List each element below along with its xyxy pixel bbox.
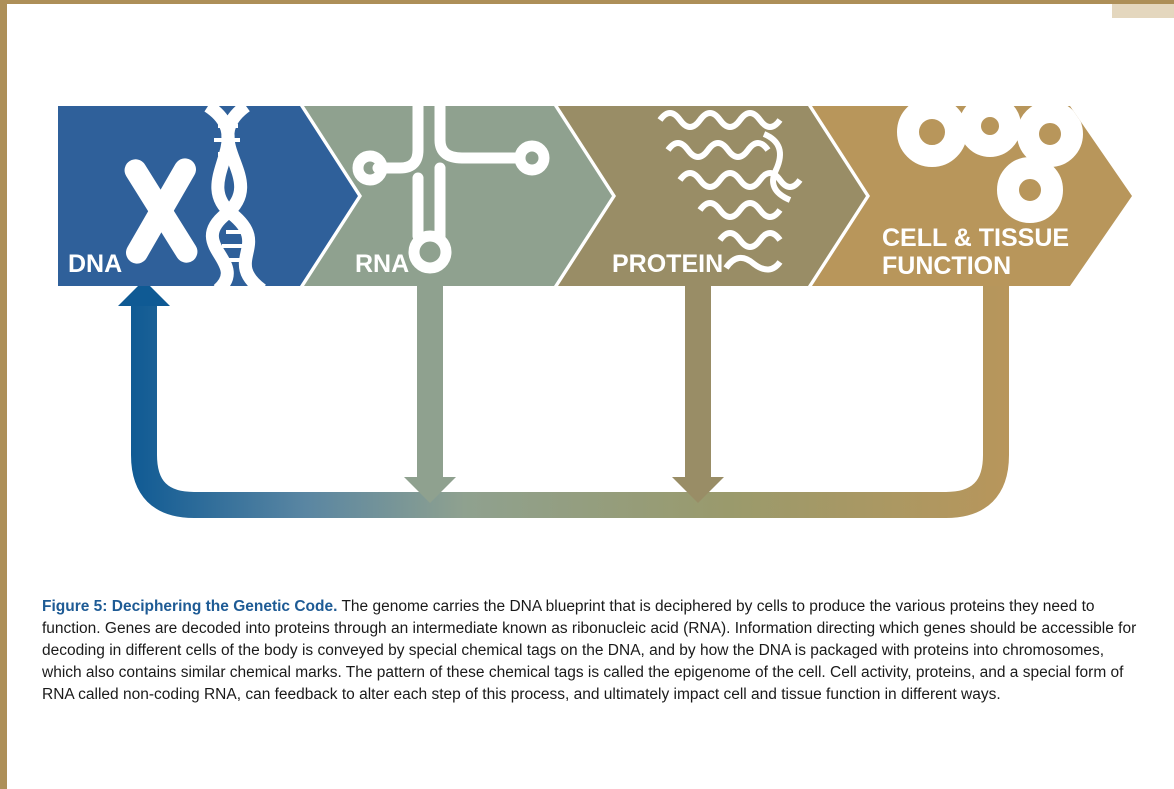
chromosome-icon [124,158,198,264]
frame-top-border [0,0,1174,4]
caption-title: Figure 5: Deciphering the Genetic Code. [42,597,338,615]
protein-down-shaft [685,284,711,480]
figure-caption: Figure 5: Deciphering the Genetic Code. … [42,596,1138,706]
protein-structure-icon [657,110,803,273]
cell-tissue-label-line2: FUNCTION [882,252,1011,280]
dna-label: DNA [68,250,122,278]
rna-structure-icon [352,106,550,274]
cells-icon [897,106,1083,223]
cell-tissue-label-line1: CELL & TISSUE [882,224,1069,252]
feedback-loop [131,284,1009,518]
rna-down-arrowhead [404,477,456,503]
genetic-code-diagram: DNA RNA PROTEIN CELL & TISSUE FUNCTION [58,106,1132,518]
protein-down-arrowhead [672,477,724,503]
frame-left-border [0,0,7,789]
rna-down-shaft [417,284,443,480]
rna-label: RNA [355,250,409,278]
protein-label: PROTEIN [612,250,723,278]
feedback-arrowhead-up [118,280,170,306]
protein-chevron [558,106,866,286]
corner-tab [1112,4,1174,18]
caption-body: The genome carries the DNA blueprint tha… [42,597,1137,703]
dna-helix-icon [204,106,267,286]
